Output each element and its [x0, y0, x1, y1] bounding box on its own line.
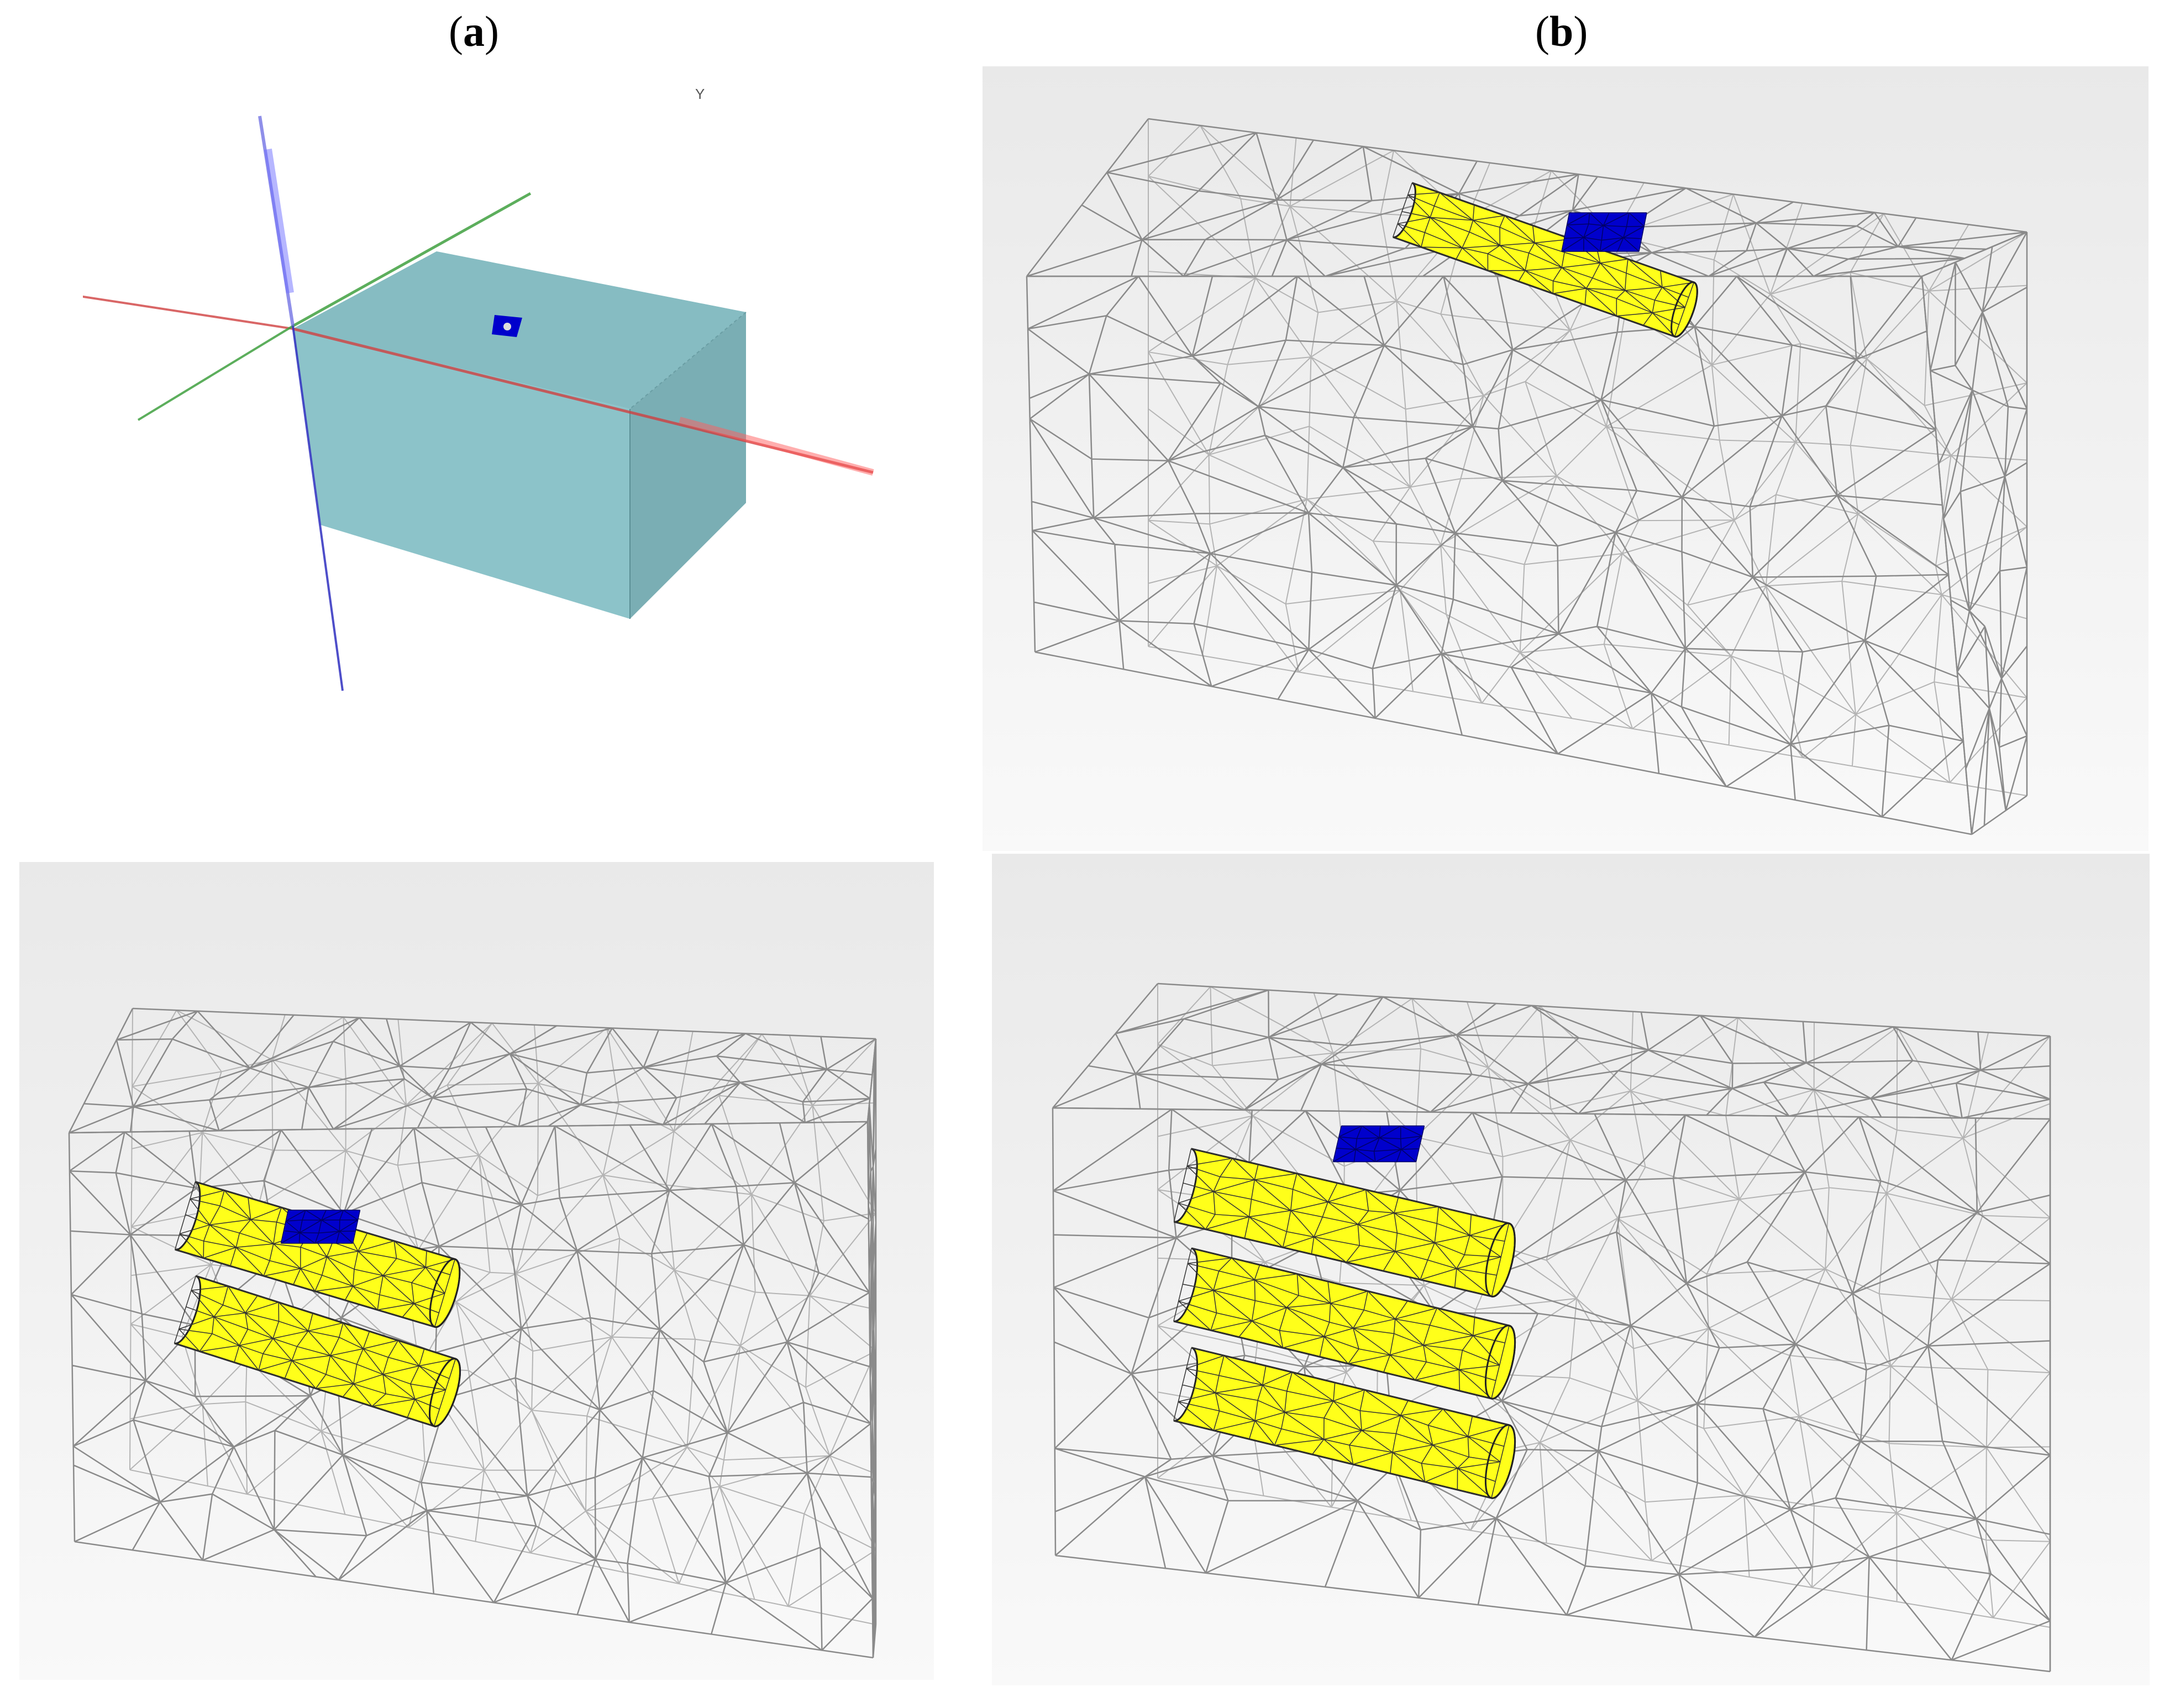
electrode-dot [503, 323, 511, 330]
patch-face [1333, 1126, 1425, 1162]
electrode-cylinder-2 [1173, 1247, 1516, 1400]
mesh-box [1052, 982, 2051, 1673]
label-b-open: ( [1535, 7, 1549, 55]
mesh-edges [1052, 982, 2051, 1120]
y-axis-back [292, 192, 532, 328]
panel-c-mesh-scene [68, 1007, 877, 1659]
electrode-cylinder-2 [174, 1275, 461, 1427]
electrode-group [1392, 182, 1698, 338]
box-top-panel [293, 251, 746, 409]
z-axis-head [264, 148, 294, 294]
electrode-cylinder-3 [1173, 1347, 1516, 1499]
mesh-edges [1026, 275, 1973, 835]
label-a-open: ( [449, 7, 463, 55]
cylinder-end-cap [429, 1258, 461, 1328]
electrode-cylinder-1 [1392, 182, 1698, 338]
panel-b-mesh-scene [1026, 118, 2028, 835]
panel-d-viewport[interactable] [992, 854, 2150, 1685]
cylinder-end-cap [428, 1358, 461, 1427]
panel-a-viewport[interactable]: Y [83, 61, 939, 823]
cylinder-end-cap [1484, 1325, 1516, 1400]
panel-label-a: (a) [449, 10, 499, 53]
box-side-face [630, 312, 746, 619]
mesh-edges [68, 1007, 877, 1134]
electrode-patch [280, 1210, 361, 1244]
electrode-cylinder-1 [1173, 1148, 1516, 1297]
panel-a-scene [83, 115, 874, 691]
electrode-group [174, 1181, 461, 1427]
z-axis-bottom [292, 325, 344, 691]
axis-label-y: Y [695, 86, 705, 102]
mesh-box [68, 1007, 877, 1659]
electrode-patch [1561, 212, 1647, 252]
box-edge-top-right [629, 312, 747, 409]
electrode-patch [1332, 1125, 1425, 1163]
mesh-edges [1173, 1148, 1510, 1297]
x-axis-tip [679, 417, 874, 476]
mesh-edges [1332, 1125, 1425, 1163]
mesh-edges [1173, 1248, 1510, 1399]
electrode-group [1173, 1125, 1516, 1499]
mesh-edges [1921, 231, 2028, 835]
mesh-edges [1561, 212, 1647, 252]
label-b-close: ) [1573, 7, 1588, 55]
electrode-cylinder-1 [175, 1181, 461, 1328]
box-front-face [293, 329, 630, 619]
patch-face [1562, 213, 1647, 251]
mesh-edges [280, 1210, 361, 1244]
y-axis-front [137, 325, 294, 421]
x-axis-back [83, 295, 293, 330]
panel-c-viewport[interactable] [19, 862, 934, 1680]
label-b-letter: b [1549, 7, 1574, 55]
mesh-edges [1173, 1347, 1510, 1499]
mesh-edges [174, 1275, 456, 1427]
mesh-edges [1392, 182, 1695, 337]
panel-label-b: (b) [1535, 10, 1588, 53]
label-a-letter: a [463, 7, 485, 55]
cylinder-end-cap [1671, 281, 1698, 338]
label-a-close: ) [484, 7, 499, 55]
panel-d-mesh-scene [1052, 982, 2051, 1673]
cylinder-end-cap [1485, 1222, 1516, 1297]
panel-b-viewport[interactable] [983, 66, 2149, 851]
cylinder-end-cap [1484, 1424, 1516, 1499]
